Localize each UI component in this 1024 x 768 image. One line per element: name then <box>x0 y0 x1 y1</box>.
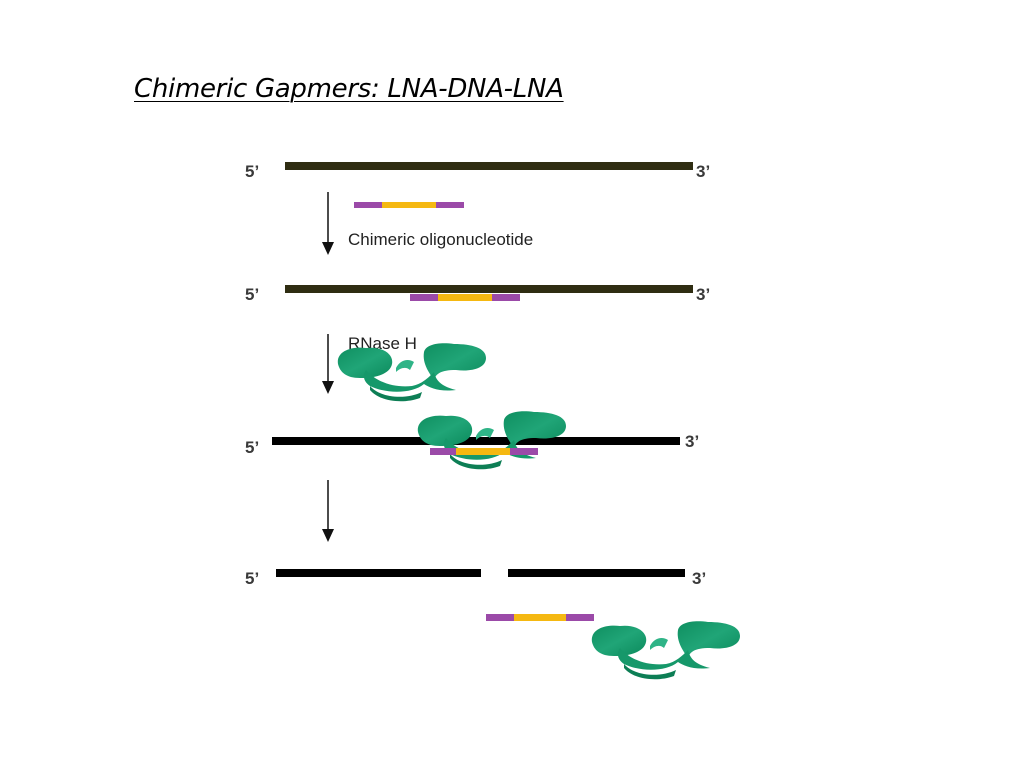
row3-lna-wing-right <box>510 448 538 455</box>
row2-3prime-label: 3’ <box>696 285 710 304</box>
released-dna-gap <box>514 614 566 621</box>
rnase-h-enzyme-released <box>591 621 740 680</box>
row4-5prime-label: 5’ <box>245 569 259 588</box>
row1-5prime-label: 5’ <box>245 162 259 181</box>
arrow-step2 <box>322 334 334 394</box>
row2-rna-strand <box>285 285 693 293</box>
slide-title: Chimeric Gapmers: LNA-DNA-LNA <box>134 74 564 104</box>
arrow-step3 <box>322 480 334 542</box>
row3-rna-strand <box>272 437 680 445</box>
dna-gap <box>382 202 436 208</box>
row2-dna-gap <box>438 294 492 301</box>
row2-5prime-label: 5’ <box>245 285 259 304</box>
row4-3prime-label: 3’ <box>692 569 706 588</box>
row3-5prime-label: 5’ <box>245 438 259 457</box>
row3-3prime-label: 3’ <box>685 432 699 451</box>
row1-rna-strand <box>285 162 693 170</box>
row3-cleavage-complex: 5’ 3’ <box>245 411 699 470</box>
arrow-step1 <box>322 192 334 255</box>
free-gapmer-oligo <box>354 202 464 208</box>
rna-fragment-5prime <box>276 569 481 577</box>
row3-dna-gap <box>456 448 510 455</box>
row2-hybrid: 5’ 3’ <box>245 285 710 304</box>
released-lna-wing-right <box>566 614 594 621</box>
step1-label: Chimeric oligonucleotide <box>348 230 533 249</box>
row4-cleaved-rna: 5’ 3’ <box>245 569 706 588</box>
lna-wing-right <box>436 202 464 208</box>
released-lna-wing-left <box>486 614 514 621</box>
row1-3prime-label: 3’ <box>696 162 710 181</box>
row2-lna-wing-right <box>492 294 520 301</box>
released-gapmer-oligo <box>486 614 594 621</box>
row3-lna-wing-left <box>430 448 456 455</box>
row1-target-strand: 5’ 3’ <box>245 162 710 181</box>
rna-fragment-3prime <box>508 569 685 577</box>
lna-wing-left <box>354 202 382 208</box>
row2-lna-wing-left <box>410 294 438 301</box>
